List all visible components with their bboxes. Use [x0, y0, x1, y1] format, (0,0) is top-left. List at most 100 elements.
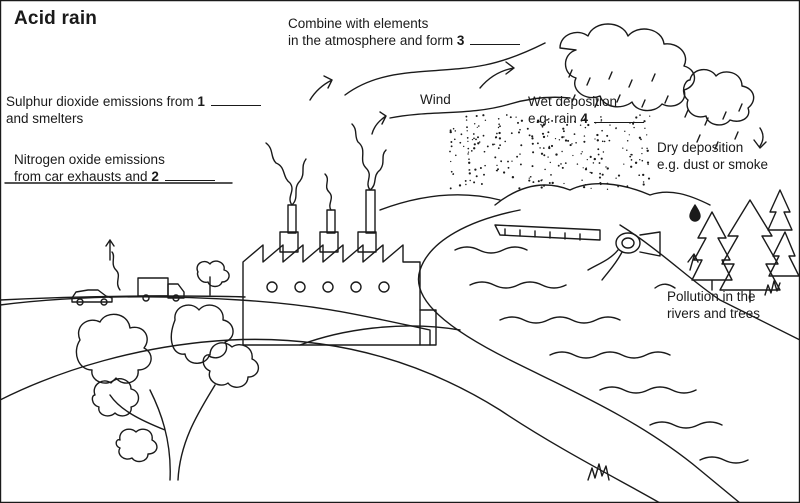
particle-dot: [471, 138, 474, 141]
label-nitrogen: Nitrogen oxide emissions from car exhaus…: [14, 151, 215, 185]
particle-dot: [460, 133, 463, 136]
particle-dot: [482, 134, 485, 137]
river-bank-right: [619, 224, 800, 341]
diagram-title: Acid rain: [14, 8, 98, 29]
particle-dot: [449, 130, 452, 134]
hill-foreground: [0, 338, 661, 503]
tree: [75, 304, 259, 481]
particle-dot: [540, 152, 544, 155]
outflow-pipe: [587, 231, 661, 281]
particle-dot: [624, 130, 626, 132]
particle-dot: [519, 163, 522, 166]
particle-dot: [536, 142, 539, 145]
factory-window: [266, 281, 278, 293]
particle-dot: [537, 180, 540, 183]
particle-dot: [597, 148, 600, 151]
particle-dot: [467, 140, 469, 143]
particle-dot: [473, 181, 476, 184]
particle-dot: [453, 138, 456, 141]
particle-dot: [597, 153, 600, 156]
particle-dot: [499, 125, 501, 128]
label-dry-deposition: Dry deposition e.g. dust or smoke: [657, 140, 769, 172]
particle-dot: [598, 162, 601, 164]
particle-dot: [599, 181, 602, 185]
particle-dot: [478, 125, 480, 127]
particle-dot: [475, 175, 478, 178]
particle-dot: [542, 147, 545, 149]
river-wave: [549, 351, 671, 359]
particle-dot: [606, 188, 609, 190]
wind-curve: [344, 42, 546, 96]
particle-dot: [550, 174, 552, 176]
particle-dot: [473, 123, 476, 125]
particle-dot: [596, 139, 599, 142]
particle-dot: [484, 119, 487, 122]
particle-dot: [606, 167, 609, 170]
particle-dot: [549, 161, 551, 164]
particle-dot: [603, 140, 606, 143]
particle-dot: [590, 187, 592, 189]
particle-dot: [478, 141, 481, 143]
particle-dot: [562, 127, 565, 130]
particle-dot: [502, 171, 506, 174]
particle-dot: [583, 118, 586, 121]
particle-dot: [465, 115, 468, 118]
particle-dot: [642, 183, 645, 186]
particle-dot: [526, 127, 529, 130]
particle-dot: [452, 127, 455, 130]
particle-dot: [470, 150, 473, 152]
particle-dot: [602, 151, 605, 153]
particle-dot: [639, 114, 641, 116]
particle-dot: [493, 143, 496, 145]
particle-dot: [466, 137, 469, 139]
particle-dot: [594, 138, 596, 140]
particle-dot: [466, 130, 468, 132]
particle-dot: [558, 139, 561, 141]
particle-dot: [509, 116, 512, 119]
particle-dot: [584, 183, 587, 186]
river-wave: [499, 316, 621, 324]
particle-dot: [647, 163, 649, 166]
particle-dot: [560, 163, 562, 165]
grass: [587, 463, 610, 481]
label-combine: Combine with elements in the atmosphere …: [288, 15, 521, 49]
grass: [764, 280, 781, 296]
particle-dot: [472, 133, 475, 135]
river-wave: [649, 421, 723, 429]
particle-dot: [497, 168, 499, 171]
particle-dot: [520, 119, 524, 122]
rain: [568, 69, 743, 150]
particle-dot: [510, 132, 513, 135]
particle-dot: [542, 123, 545, 126]
particle-dot: [615, 127, 617, 130]
smoke-plume: [351, 123, 387, 191]
particle-dot: [581, 179, 583, 181]
smoke-plume: [324, 173, 332, 211]
particle-dot: [531, 142, 534, 145]
particle-dot: [468, 172, 471, 175]
factory: [242, 189, 437, 346]
particle-dot: [583, 140, 586, 143]
particle-dot: [600, 119, 603, 121]
particle-dot: [646, 147, 648, 150]
arrow: [105, 61, 767, 289]
particle-dot: [641, 152, 643, 155]
particle-dot: [638, 174, 641, 177]
hill-left: [0, 296, 431, 346]
particle-dot: [528, 134, 531, 137]
particle-dot: [497, 126, 500, 129]
particle-dot: [631, 154, 633, 156]
river-wave: [699, 456, 749, 464]
particle-dot: [544, 168, 546, 171]
particle-dot: [516, 121, 520, 124]
particle-dot: [582, 167, 584, 169]
particle-dot: [467, 147, 470, 150]
particle-dot: [532, 151, 535, 154]
particle-dot: [583, 135, 586, 137]
particle-dot: [499, 144, 502, 147]
particle-dot: [573, 120, 576, 123]
particle-dot: [642, 173, 645, 177]
particle-dot: [640, 138, 642, 141]
river-bank-left: [417, 209, 741, 503]
particle-dot: [615, 177, 617, 179]
